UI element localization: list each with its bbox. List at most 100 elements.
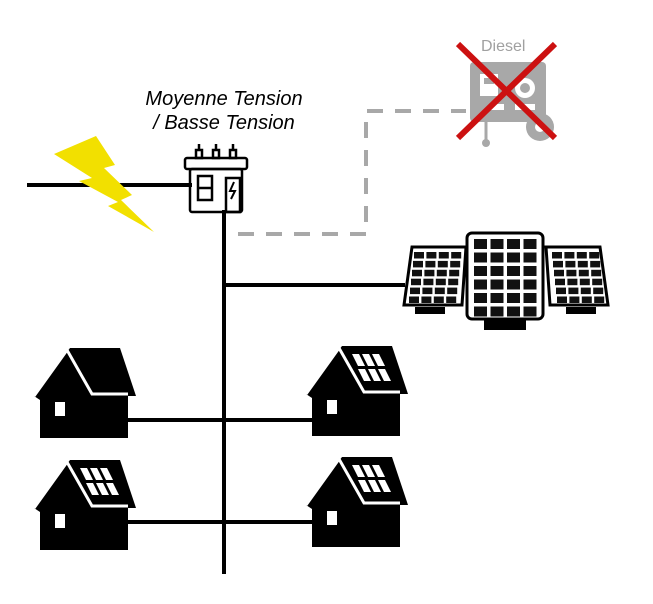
solar-cell [421,296,432,303]
solar-cell [523,279,537,290]
solar-cell [523,266,537,276]
houses [32,345,408,550]
solar-cell [438,252,449,259]
solar-cell [411,278,421,286]
solar-cell [410,287,420,295]
solar-cell [490,279,504,290]
solar-cell [426,252,437,259]
disabled-cross-icon [455,41,558,141]
roof-solar-cell [378,480,391,492]
solar-cell [474,239,487,249]
roof-solar-cell [352,465,365,477]
solar-cell [589,252,600,259]
roof-solar-cell [100,468,113,480]
roof-solar-cell [106,483,119,495]
solar-cell [413,260,423,268]
transformer-icon [183,144,249,214]
solar-cell [423,278,434,286]
roof-solar-cell [358,369,371,381]
solar-cell [591,269,602,277]
roof-solar-cell [368,480,381,492]
solar-cell [446,296,457,303]
solar-panel-center [465,231,545,330]
solar-cell [556,287,566,295]
solar-cell [490,293,504,303]
solar-cell [576,252,587,259]
house-window [55,402,65,416]
diesel-dashed-line [238,109,466,236]
roof-solar-cell [86,483,99,495]
solar-cell [424,269,435,277]
diesel-generator-icon [470,62,554,147]
solar-cell [507,293,520,303]
solar-cell [581,296,592,303]
solar-cell [436,269,447,277]
solar-cell [590,260,601,268]
roof-solar-cell [352,354,365,366]
transformer-label-line1: Moyenne Tension [145,88,303,110]
solar-cell [568,287,579,295]
solar-cell [579,278,590,286]
house-with-solar-icon [32,459,136,550]
solar-cell [507,266,520,276]
solar-cell [414,252,424,259]
solar-panel-left [402,245,468,314]
solar-cell [435,278,446,286]
solar-panel-right [544,245,610,314]
solar-cell [437,260,448,268]
solar-cell [422,287,433,295]
roof-solar-cell [80,468,93,480]
solar-cell [507,239,520,249]
house-with-solar-icon [304,345,408,436]
solar-cell [490,306,504,317]
solar-cell [507,306,520,317]
solar-cell [474,306,487,317]
solar-cell [553,260,563,268]
solar-cell [449,269,460,277]
house-with-solar-icon [304,456,408,547]
solar-cell [490,239,504,249]
solar-cell [523,306,537,317]
solar-cell [450,260,461,268]
solar-cell [433,296,444,303]
house-icon [32,347,136,438]
roof-solar-cell [372,465,385,477]
solar-cell [580,287,591,295]
solar-cell [555,278,565,286]
house-window [327,511,337,525]
solar-cell [565,260,576,268]
solar-cell [523,239,537,249]
solar-cell [557,296,567,303]
roof-solar-cell [368,369,381,381]
roof-solar-cell [96,483,109,495]
lightning-bolt-icon [54,136,154,232]
solar-cell [412,269,422,277]
roof-solar-cell [362,354,375,366]
solar-cell [434,287,445,295]
solar-cell [564,252,575,259]
solar-cell [507,279,520,290]
solar-cell [523,252,537,263]
solar-panels-icon [402,231,610,330]
solar-cell [552,252,562,259]
roof-solar-cell [362,465,375,477]
solar-cell [594,296,605,303]
solar-cell [425,260,436,268]
power-lines [27,183,405,574]
solar-cell [507,252,520,263]
solar-cell [490,252,504,263]
roof-solar-cell [90,468,103,480]
solar-cell [593,287,604,295]
solar-cell [592,278,603,286]
solar-cell [490,266,504,276]
roof-solar-cell [378,369,391,381]
solar-cell [474,252,487,263]
roof-solar-cell [358,480,371,492]
transformer-label-line2: / Basse Tension [153,112,295,134]
solar-cell [474,279,487,290]
solar-cell [554,269,564,277]
solar-cell [451,252,462,259]
solar-cell [569,296,580,303]
solar-cell [474,266,487,276]
